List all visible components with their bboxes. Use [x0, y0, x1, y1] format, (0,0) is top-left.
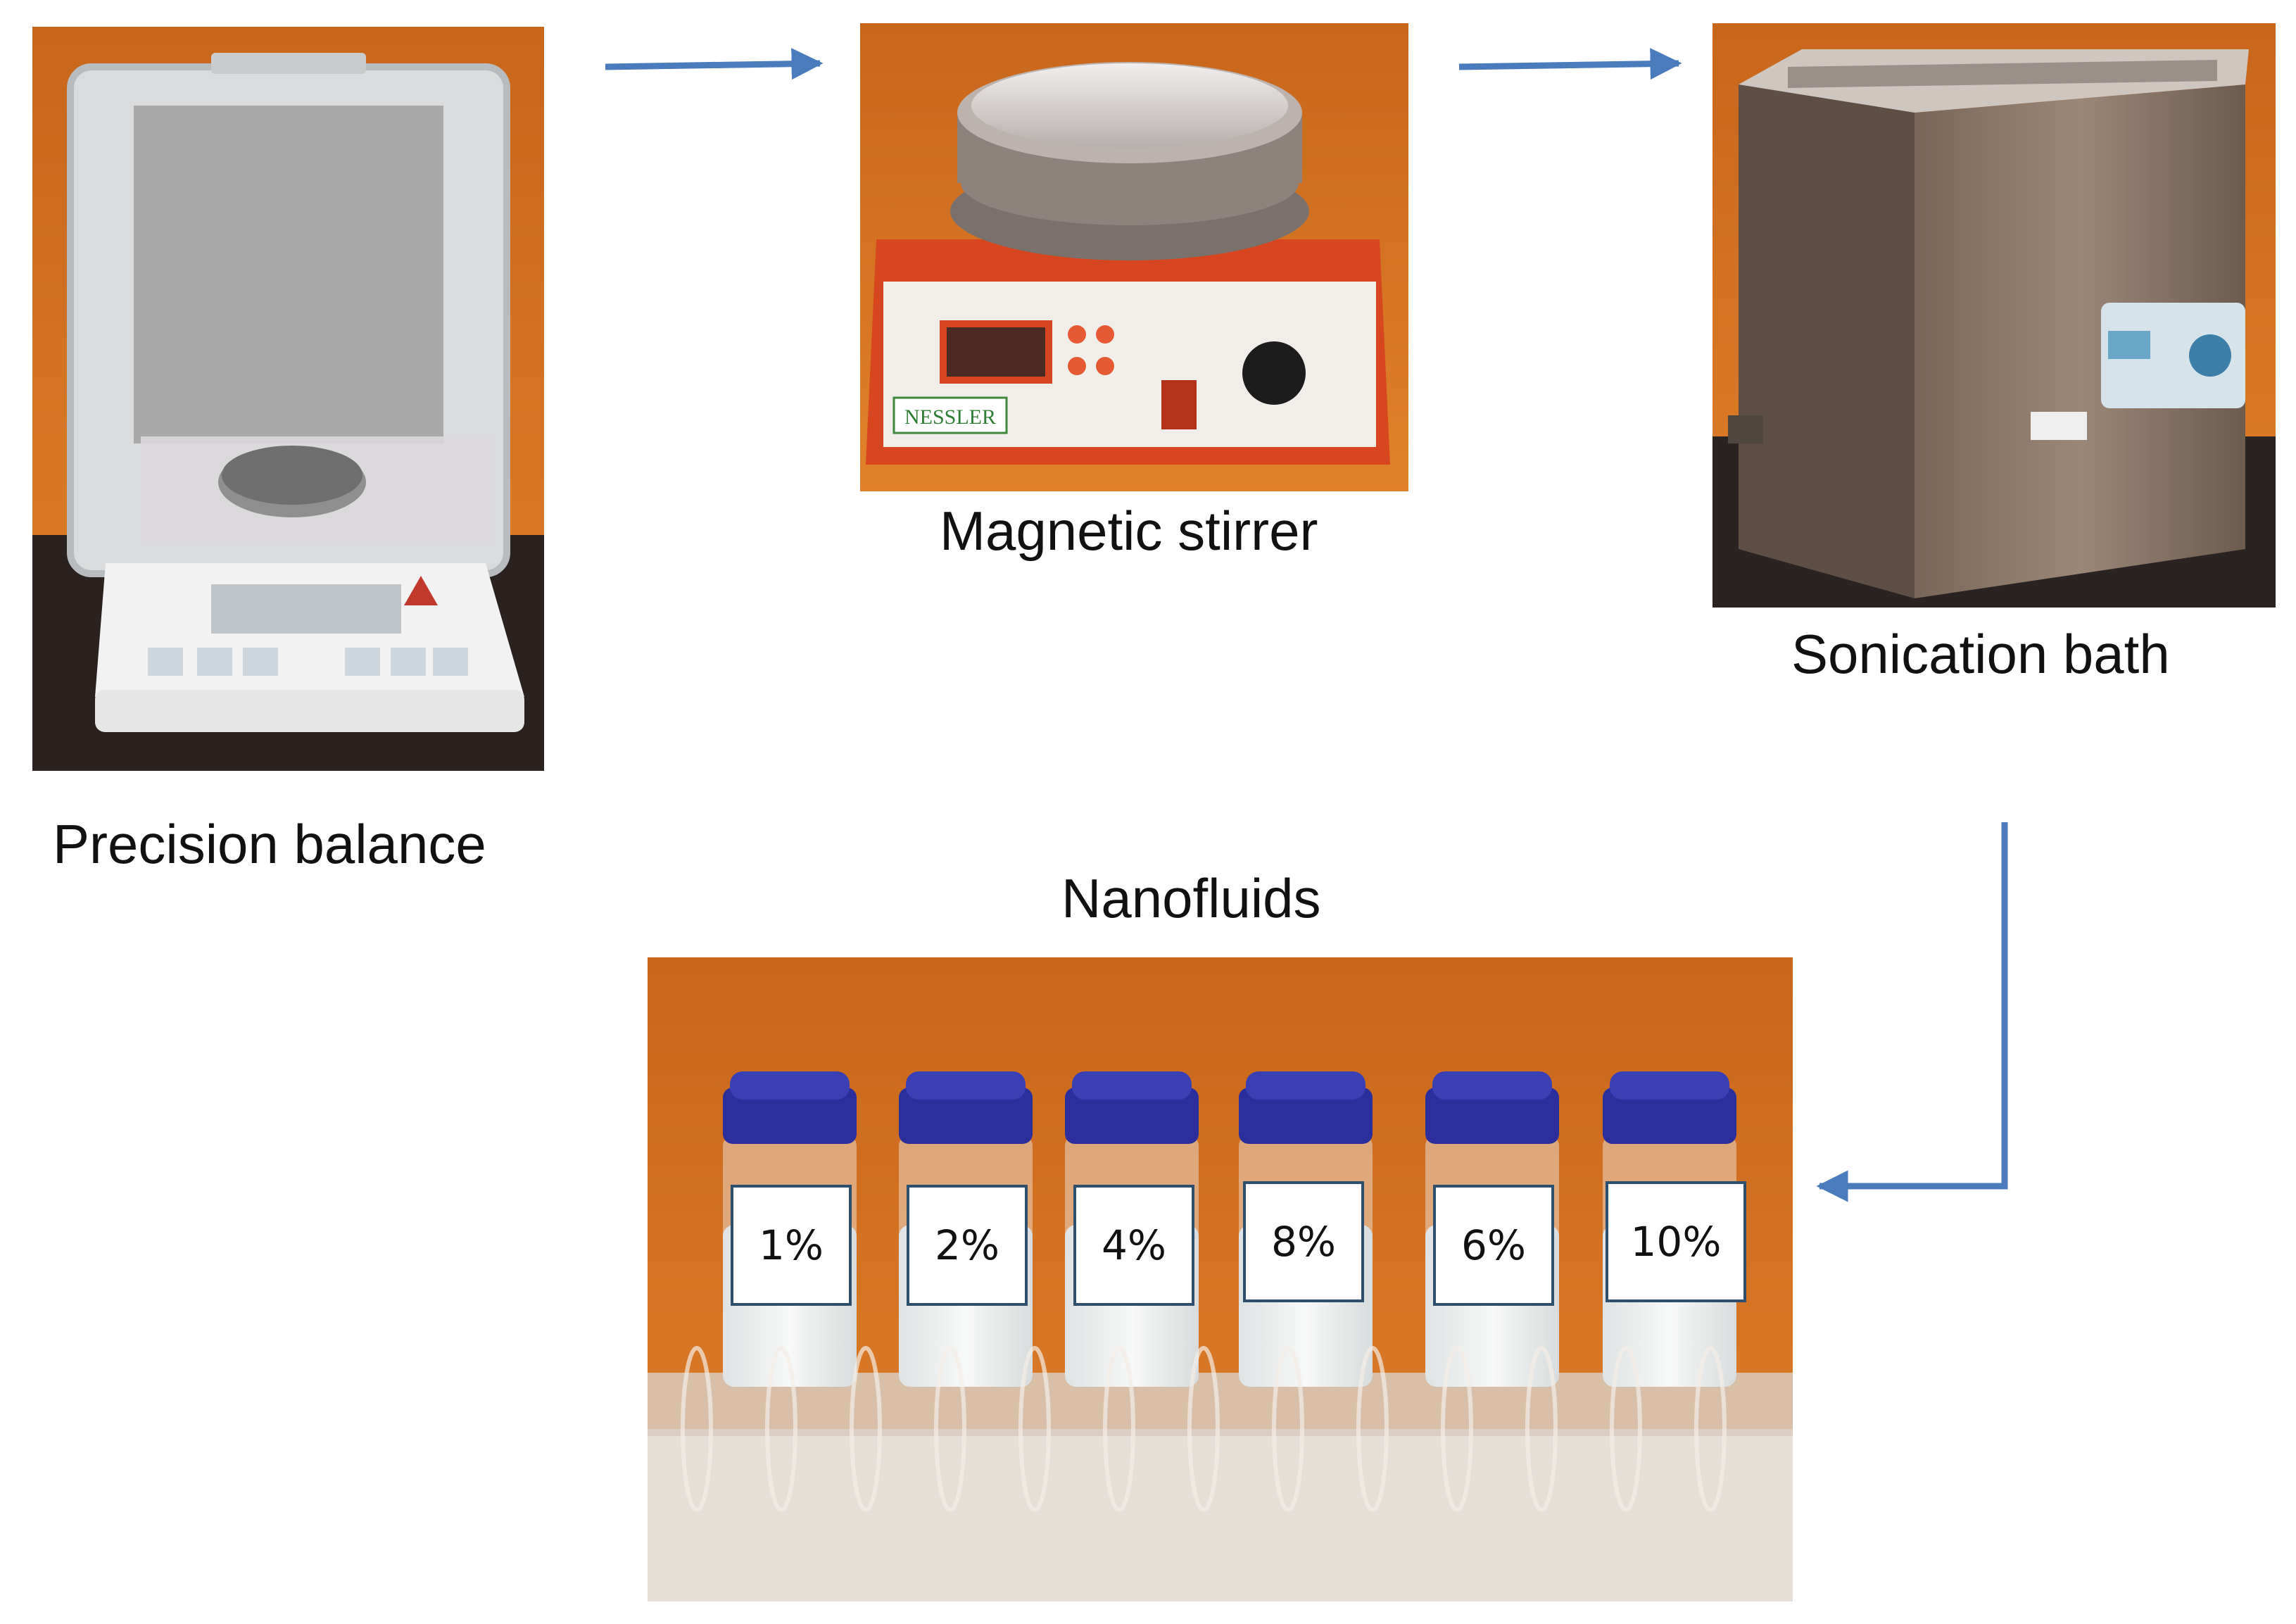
rack-ring: [1187, 1346, 1220, 1512]
vial-5: 6%: [1425, 1071, 1559, 1387]
vial-concentration-label: 2%: [935, 1221, 999, 1269]
vial-label-box: [1606, 1181, 1746, 1302]
precision-balance-photo: [32, 27, 544, 771]
sonication-bath-photo: [1712, 23, 2276, 608]
nanofluids-label: Nanofluids: [1061, 867, 1321, 929]
rack-ring: [1018, 1346, 1051, 1512]
vial-concentration-label: 10%: [1631, 1218, 1722, 1266]
magnetic-stirrer-photo: NESSLER: [860, 23, 1408, 491]
vial-3: 4%: [1065, 1071, 1199, 1387]
arrow-stirrer-to-sonication: [1458, 48, 1682, 80]
rack-ring: [1356, 1346, 1389, 1512]
arrow-balance-to-stirrer: [605, 48, 824, 80]
vial-label-box: [731, 1185, 852, 1306]
rack-ring: [681, 1346, 713, 1512]
precision-balance-label: Precision balance: [53, 813, 486, 875]
vial-concentration-label: 1%: [759, 1221, 824, 1269]
rack-ring: [1525, 1346, 1558, 1512]
vial-2: 2%: [899, 1071, 1033, 1387]
rack-ring: [765, 1346, 797, 1512]
vial-concentration-label: 8%: [1271, 1218, 1336, 1266]
rack-ring: [1103, 1346, 1135, 1512]
vial-6: 10%: [1603, 1071, 1746, 1387]
vial-concentration-label: 4%: [1102, 1221, 1166, 1269]
arrow-sonication-to-nanofluids: [1816, 822, 2008, 1202]
rack-ring: [1610, 1346, 1642, 1512]
vial-label-box: [1243, 1181, 1364, 1302]
rack-ring: [1694, 1346, 1727, 1512]
nanofluids-photo: 1% 2% 4% 8% 6% 10%: [648, 957, 1793, 1601]
rack-ring: [850, 1346, 882, 1512]
sonication-bath-label: Sonication bath: [1791, 623, 2170, 685]
rack-ring: [934, 1346, 966, 1512]
vial-label-box: [907, 1185, 1028, 1306]
vial-label-box: [1433, 1185, 1554, 1306]
magnetic-stirrer-label: Magnetic stirrer: [940, 500, 1318, 562]
vial-1: 1%: [723, 1071, 857, 1387]
vial-concentration-label: 6%: [1461, 1221, 1526, 1269]
vial-4: 8%: [1239, 1071, 1373, 1387]
vial-label-box: [1073, 1185, 1194, 1306]
rack-ring: [1272, 1346, 1304, 1512]
stirrer-brand-label: NESSLER: [904, 405, 996, 429]
rack-ring: [1441, 1346, 1473, 1512]
